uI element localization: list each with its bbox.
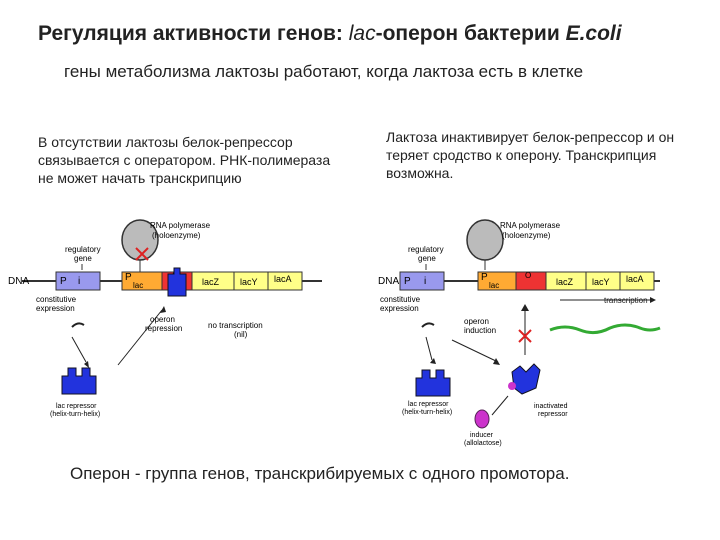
inducer-label-2: (allolactose): [464, 440, 502, 447]
lac-repressor-shape: [61, 367, 97, 395]
arrow-head: [430, 358, 436, 364]
promoter-lac-label: lac: [133, 281, 143, 290]
title-lac: lac: [348, 22, 376, 45]
lac-repressor-label-2: (helix-turn-helix): [50, 411, 100, 418]
inducer-label: inducer: [470, 432, 494, 439]
gene-i-label: i: [78, 276, 80, 287]
operon-repression-label: operon: [150, 315, 175, 324]
inactivated-label: inactivated: [534, 403, 568, 410]
lacz-label: lacZ: [556, 277, 574, 287]
inducer-shape: [474, 409, 490, 429]
title-mid: -оперон бактерии: [375, 22, 566, 45]
promoter-p-label: P: [125, 272, 132, 283]
operator-label: O: [525, 271, 531, 280]
arrow-to-repressor: [71, 336, 87, 363]
mrna-squiggle: [71, 322, 85, 328]
mrna-squiggle: [421, 322, 435, 328]
constitutive-label: constitutive: [36, 295, 77, 304]
gene-p-label: P: [60, 276, 67, 287]
induction-arrow: [451, 339, 499, 363]
holoenzyme-label: (holoenzyme): [502, 231, 551, 240]
repression-arrow: [117, 309, 163, 366]
footer-text: Оперон - группа генов, транскрибируемых …: [70, 464, 570, 483]
operon-repression-label-2: repression: [145, 324, 182, 333]
repression-diagram: RNA polymerase (holoenzyme) regulatory g…: [8, 219, 322, 418]
gene-p-label: P: [404, 276, 411, 287]
no-transcription-label-2: (nil): [234, 330, 248, 339]
regulatory-gene-label: regulatory: [65, 245, 101, 254]
laca-label: lacA: [274, 274, 292, 284]
holoenzyme-label: (holoenzyme): [152, 231, 201, 240]
constitutive-label: constitutive: [380, 295, 421, 304]
mrna-strand: [549, 323, 661, 335]
operon-induction-label: operon: [464, 317, 489, 326]
regulatory-gene-label-2: gene: [74, 254, 92, 263]
laca-block: [267, 271, 303, 291]
page-title: Регуляция активности генов: lac-оперон б…: [38, 22, 622, 46]
gene-i-label: i: [424, 276, 426, 287]
induction-diagram: RNA polymerase (holoenzyme) regulatory g…: [378, 219, 661, 447]
left-caption: В отсутствии лактозы белок-репрессор свя…: [38, 134, 331, 186]
lac-repressor-label-2: (helix-turn-helix): [402, 409, 452, 416]
operon-induction-label-2: induction: [464, 326, 496, 335]
block-x-icon: [518, 329, 532, 343]
title-species: E.coli: [565, 22, 622, 45]
rna-polymerase-label: RNA polymerase: [150, 221, 211, 230]
constitutive-label-2: expression: [36, 304, 75, 313]
no-transcription-label: no transcription: [208, 321, 263, 330]
promoter-lac-label: lac: [489, 281, 499, 290]
block-x-icon: [135, 247, 149, 261]
inactivated-repressor-shape: [511, 363, 541, 395]
lac-repressor-label: lac repressor: [408, 401, 449, 408]
bound-inducer-dot: [508, 382, 516, 390]
rna-polymerase-label: RNA polymerase: [500, 221, 561, 230]
arrow-to-repressor: [425, 336, 433, 361]
constitutive-label-2: expression: [380, 304, 419, 313]
laca-block: [619, 271, 655, 291]
blocked-arrow-head: [521, 304, 529, 311]
induction-arrow-head: [493, 358, 500, 365]
arrow-head: [84, 361, 89, 368]
gene-i-block: [55, 271, 101, 291]
subtitle: гены метаболизма лактозы работают, когда…: [64, 62, 584, 81]
lac-repressor-shape: [415, 369, 451, 397]
inactivated-label-2: repressor: [538, 411, 568, 418]
regulatory-gene-label: regulatory: [408, 245, 444, 254]
transcription-label: transcription: [604, 296, 648, 305]
transcription-arrow-head: [650, 297, 656, 303]
promoter-p-label: P: [481, 272, 488, 283]
lacy-label: lacY: [592, 277, 610, 287]
bound-repressor-shape: [167, 267, 187, 297]
rna-polymerase-shape: [466, 219, 504, 261]
right-caption: Лактоза инактивирует белок-репрессор и о…: [386, 129, 675, 181]
title-prefix: Регуляция активности генов:: [38, 22, 349, 45]
lacz-label: lacZ: [202, 277, 220, 287]
repression-arrow-head: [160, 306, 166, 313]
lacy-label: lacY: [240, 277, 258, 287]
gene-i-block: [399, 271, 445, 291]
dna-label: DNA: [8, 276, 29, 287]
inducer-arrow: [491, 395, 509, 416]
laca-label: lacA: [626, 274, 644, 284]
dna-label: DNA: [378, 276, 399, 287]
regulatory-gene-label-2: gene: [418, 254, 436, 263]
lac-repressor-label: lac repressor: [56, 403, 97, 410]
